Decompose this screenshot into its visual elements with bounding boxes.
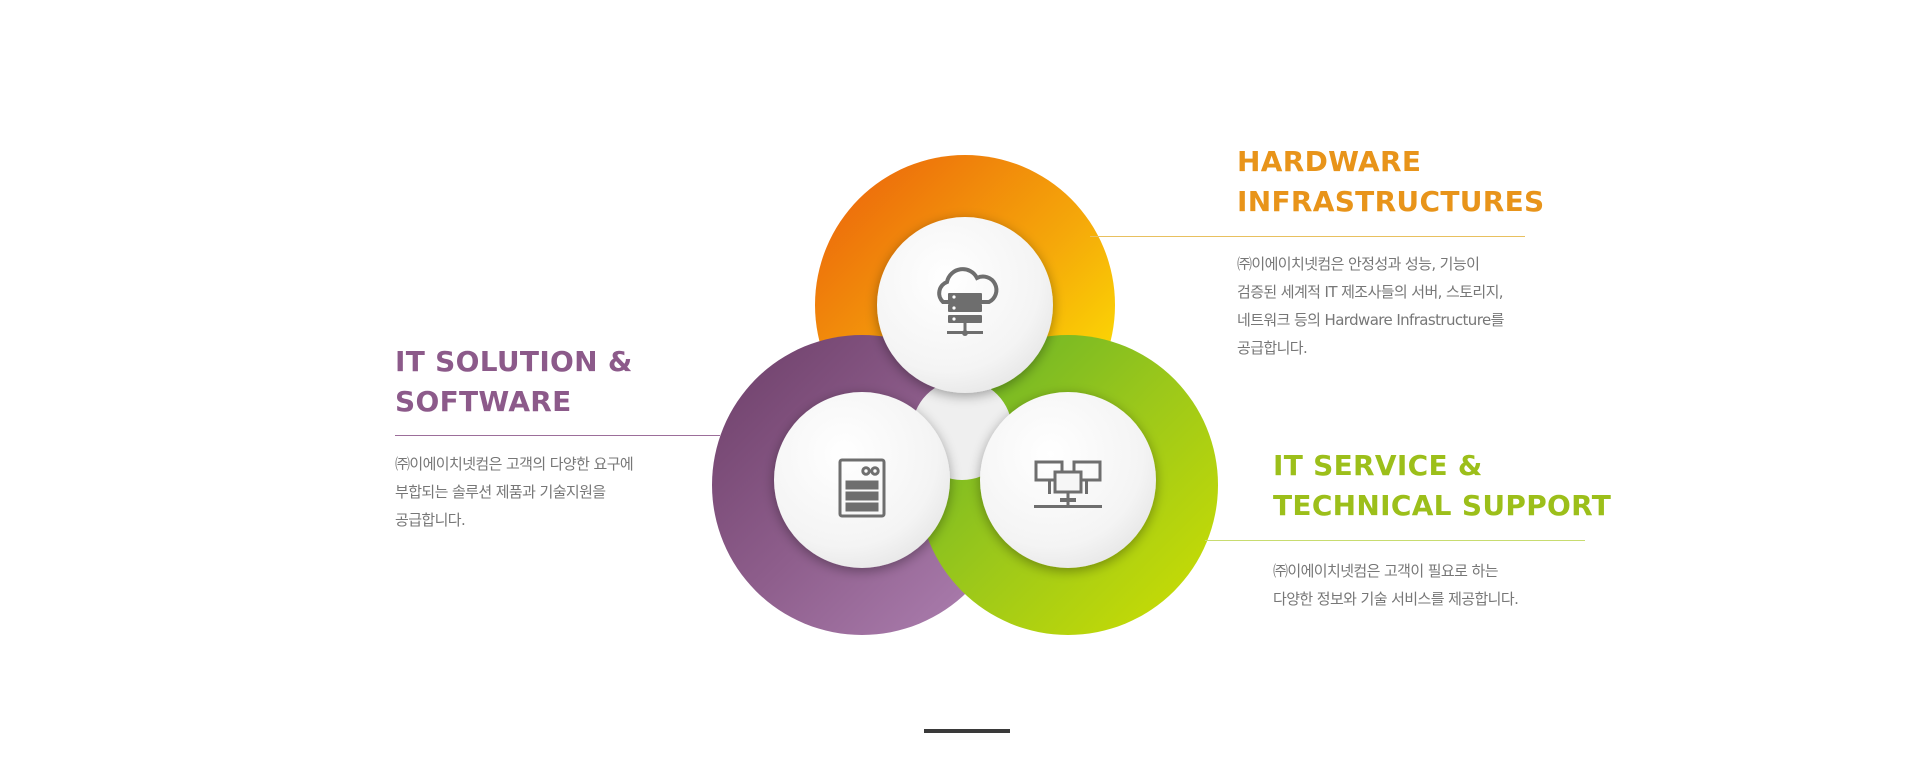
software-divider: [395, 435, 720, 436]
hardware-description-line-2: 검증된 세계적 IT 제조사들의 서버, 스토리지,: [1237, 283, 1504, 301]
service-heading-line-2: TECHNICAL SUPPORT: [1273, 489, 1612, 522]
hardware-description-line-1: ㈜이에이치넷컴은 안정성과 성능, 기능이: [1237, 255, 1480, 273]
hardware-heading-line-2: INFRASTRUCTURES: [1237, 185, 1545, 218]
service-description-line-1: ㈜이에이치넷컴은 고객이 필요로 하는: [1273, 562, 1499, 580]
software-description-line-1: ㈜이에이치넷컴은 고객의 다양한 요구에: [395, 455, 634, 473]
service-heading-line-1: IT SERVICE &: [1273, 449, 1483, 482]
software-heading: IT SOLUTION & SOFTWARE: [395, 342, 633, 422]
hardware-description: ㈜이에이치넷컴은 안정성과 성능, 기능이 검증된 세계적 IT 제조사들의 서…: [1237, 250, 1504, 362]
server-rack-icon: [838, 458, 886, 518]
hardware-heading: HARDWARE INFRASTRUCTURES: [1237, 142, 1545, 222]
software-heading-line-1: IT SOLUTION &: [395, 345, 633, 378]
cloud-server-icon: [937, 267, 999, 336]
software-description-line-2: 부합되는 솔루션 제품과 기술지원을: [395, 483, 606, 501]
service-divider: [1205, 540, 1585, 541]
software-description: ㈜이에이치넷컴은 고객의 다양한 요구에 부합되는 솔루션 제품과 기술지원을 …: [395, 450, 634, 534]
service-description: ㈜이에이치넷컴은 고객이 필요로 하는 다양한 정보와 기술 서비스를 제공합니…: [1273, 557, 1519, 613]
software-disc: [774, 392, 950, 568]
hardware-description-line-3: 네트워크 등의 Hardware Infrastructure를: [1237, 311, 1504, 329]
hardware-divider: [1090, 236, 1525, 237]
software-description-line-3: 공급합니다.: [395, 511, 466, 529]
software-heading-line-2: SOFTWARE: [395, 385, 572, 418]
service-heading: IT SERVICE & TECHNICAL SUPPORT: [1273, 446, 1611, 526]
section-divider-bar: [924, 729, 1010, 733]
network-icon: [1034, 460, 1102, 508]
hardware-description-line-4: 공급합니다.: [1237, 339, 1308, 357]
service-description-line-2: 다양한 정보와 기술 서비스를 제공합니다.: [1273, 590, 1519, 608]
hardware-heading-line-1: HARDWARE: [1237, 145, 1422, 178]
